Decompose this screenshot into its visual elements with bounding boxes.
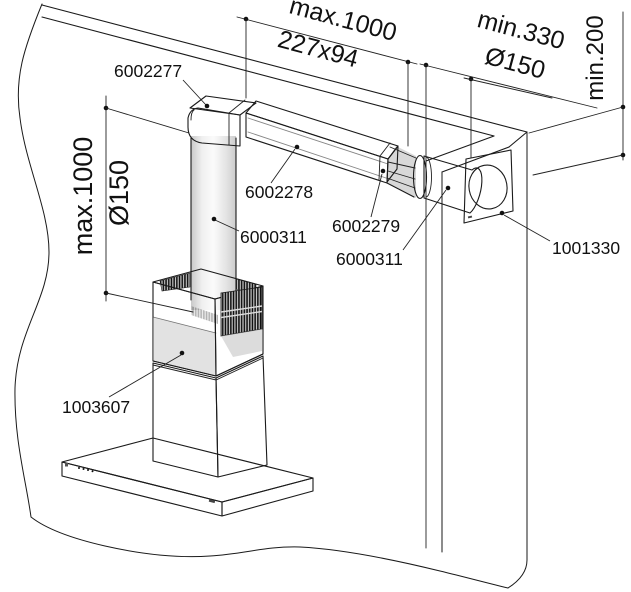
dimensions bbox=[103, 11, 626, 313]
chimney-seam-1 bbox=[152, 353, 264, 377]
grille-divider-1 bbox=[220, 305, 263, 313]
leader-dot-flat-duct bbox=[294, 144, 300, 150]
leader-dot-vertical-tube bbox=[211, 216, 217, 222]
wall-top-edge-outer bbox=[41, 4, 528, 133]
elbow bbox=[187, 95, 257, 147]
round-tube-body bbox=[423, 155, 483, 214]
canopy-power-led bbox=[65, 463, 68, 467]
canopy-button-2 bbox=[82, 468, 85, 470]
horizontal-round-tube bbox=[423, 155, 483, 214]
leader-vertical-tube bbox=[214, 219, 240, 232]
dim-tube-length: max.1000 bbox=[68, 137, 98, 256]
canopy-button-1 bbox=[78, 467, 80, 469]
dim-min200-ext-bottom bbox=[532, 154, 624, 176]
hood bbox=[61, 268, 314, 517]
label-flat-duct: 6002278 bbox=[245, 182, 313, 202]
room-outline bbox=[14, 3, 528, 589]
duct-top-face bbox=[245, 100, 399, 160]
facet-1 bbox=[389, 146, 417, 159]
outlet-hole bbox=[468, 164, 508, 210]
wall-top-edge-inner bbox=[41, 16, 495, 137]
dim-d150-line bbox=[463, 77, 553, 99]
elbow-seam-top bbox=[228, 99, 246, 114]
canopy-right-face bbox=[221, 477, 314, 517]
chimney-inner-line bbox=[152, 316, 217, 334]
label-horizontal-tube: 6000311 bbox=[336, 249, 403, 269]
leader-dot-elbow bbox=[204, 103, 210, 109]
duct-edge-hint-top bbox=[247, 117, 389, 165]
leader-wall-outlet bbox=[503, 214, 551, 242]
duct-end-band bbox=[378, 142, 391, 181]
canopy-lamp-slot bbox=[208, 499, 216, 504]
elbow-round-hint bbox=[190, 109, 195, 121]
chimney-lower-front bbox=[152, 362, 219, 478]
facet-5 bbox=[386, 182, 415, 198]
dim-left-leader-bottom bbox=[105, 292, 194, 313]
outlet-screw-mark bbox=[467, 215, 473, 219]
leader-transition bbox=[370, 173, 383, 218]
torn-edge bbox=[14, 3, 509, 589]
label-transition: 6002279 bbox=[332, 216, 400, 236]
transition-piece bbox=[386, 146, 432, 200]
dim-ceiling-distance: min.200 bbox=[582, 15, 609, 100]
chimney-seam-2 bbox=[152, 357, 264, 381]
label-elbow: 6002277 bbox=[114, 61, 182, 81]
dim-min200-ext-top bbox=[528, 106, 624, 134]
dim-min330-line bbox=[419, 63, 598, 109]
leader-hood bbox=[108, 354, 182, 398]
leaders bbox=[108, 79, 551, 398]
wall-right-edge bbox=[507, 131, 528, 589]
duct-edge-hint-bottom bbox=[247, 131, 387, 179]
flat-duct bbox=[245, 100, 399, 184]
duct-front-face bbox=[245, 112, 389, 184]
wall-corner-chamfer bbox=[508, 131, 528, 148]
grille-shadow bbox=[221, 329, 262, 357]
wall-return-upper bbox=[425, 135, 495, 162]
canopy-button-4 bbox=[91, 470, 94, 473]
vertical-round-tube bbox=[190, 136, 237, 310]
label-vertical-tube: 6000311 bbox=[240, 227, 307, 247]
leader-flat-duct bbox=[270, 148, 296, 184]
facet-3 bbox=[387, 170, 416, 180]
leader-elbow bbox=[182, 79, 207, 106]
transition-body bbox=[387, 146, 416, 198]
labels: max.1000 227x94 min.330 Ø150 min.200 max… bbox=[62, 0, 620, 417]
leader-dot-hood bbox=[179, 350, 185, 356]
grille-divider-2 bbox=[220, 310, 263, 319]
chimney-lower-right bbox=[215, 355, 268, 478]
label-hood: 1003607 bbox=[62, 397, 130, 417]
wall-return-lower bbox=[441, 146, 510, 173]
inner-grille-seen-through bbox=[191, 306, 218, 324]
canopy-front-face bbox=[61, 461, 223, 517]
facet-2 bbox=[387, 161, 416, 169]
facet-4 bbox=[386, 177, 416, 189]
leader-dot-transition bbox=[380, 168, 386, 174]
leader-dot-horizontal-tube bbox=[445, 185, 451, 191]
transition-collar bbox=[412, 154, 428, 200]
wall-outlet-plate bbox=[463, 78, 514, 224]
outlet-plate bbox=[463, 149, 514, 224]
canopy-button-3 bbox=[87, 469, 89, 471]
dim-tube-diameter: Ø150 bbox=[104, 160, 134, 226]
dim-left-leader-top bbox=[105, 107, 190, 134]
dim-top-line bbox=[236, 16, 418, 65]
chimney-inner-shade bbox=[153, 317, 216, 376]
elbow-front-face bbox=[187, 107, 241, 147]
leader-dot-wall-outlet bbox=[499, 210, 505, 216]
label-wall-outlet: 1001330 bbox=[552, 238, 620, 258]
tube-body bbox=[191, 136, 236, 310]
collar-ring bbox=[425, 156, 432, 198]
leader-horizontal-tube bbox=[402, 189, 447, 251]
